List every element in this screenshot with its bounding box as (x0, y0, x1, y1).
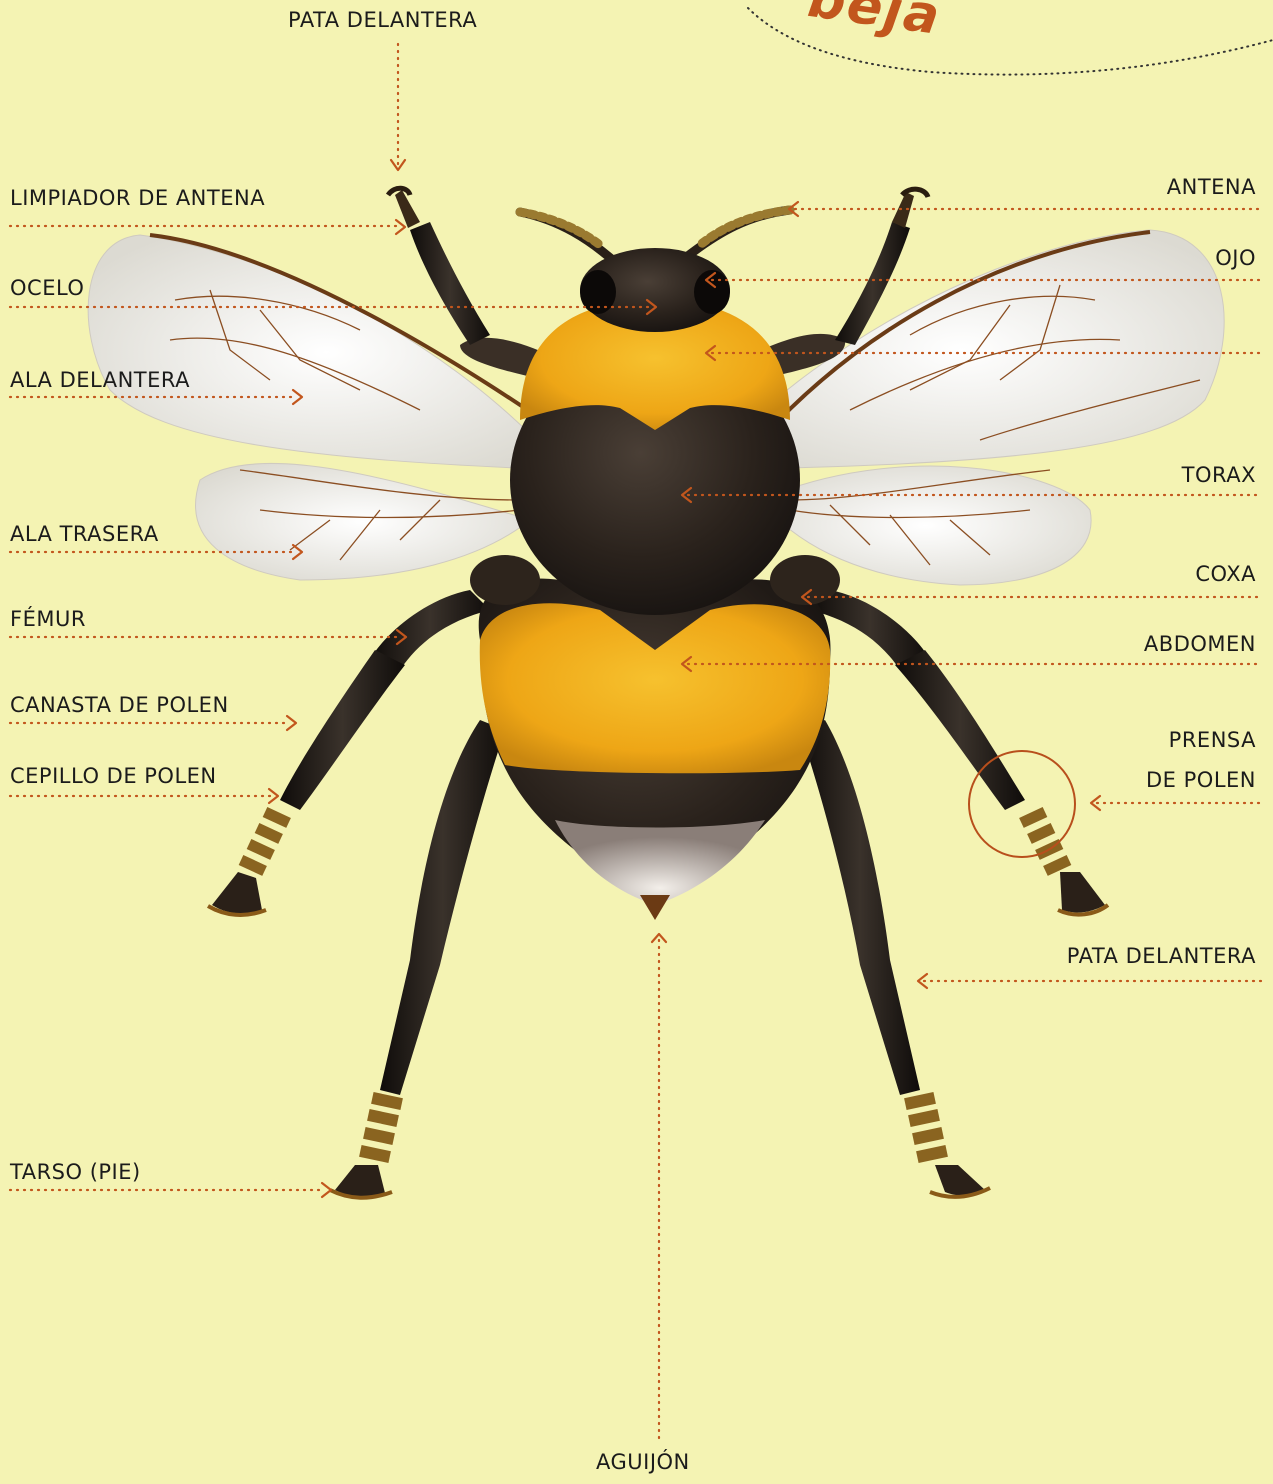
label-femur: FÉMUR (10, 607, 86, 631)
label-aguijon: AGUIJÓN (596, 1450, 690, 1474)
label-antena: ANTENA (1167, 175, 1256, 199)
label-ocelo: OCELO (10, 276, 84, 300)
pollen-press-circle (969, 751, 1075, 857)
label-ala-trasera: ALA TRASERA (10, 522, 159, 546)
label-tarso: TARSO (PIE) (10, 1160, 141, 1184)
label-ojo: OJO (1215, 246, 1256, 270)
label-ala-delantera: ALA DELANTERA (10, 368, 190, 392)
label-prensa: PRENSA (1169, 728, 1256, 752)
label-pata-delantera-right: PATA DELANTERA (1067, 944, 1256, 968)
label-limpiador-de-antena: LIMPIADOR DE ANTENA (10, 186, 265, 210)
label-torax: TORAX (1182, 463, 1256, 487)
label-abdomen: ABDOMEN (1144, 632, 1256, 656)
label-canasta-de-polen: CANASTA DE POLEN (10, 693, 229, 717)
label-de-polen: DE POLEN (1146, 768, 1256, 792)
label-pata-delantera-top: PATA DELANTERA (288, 8, 477, 32)
label-coxa: COXA (1195, 562, 1256, 586)
label-cepillo-de-polen: CEPILLO DE POLEN (10, 764, 217, 788)
